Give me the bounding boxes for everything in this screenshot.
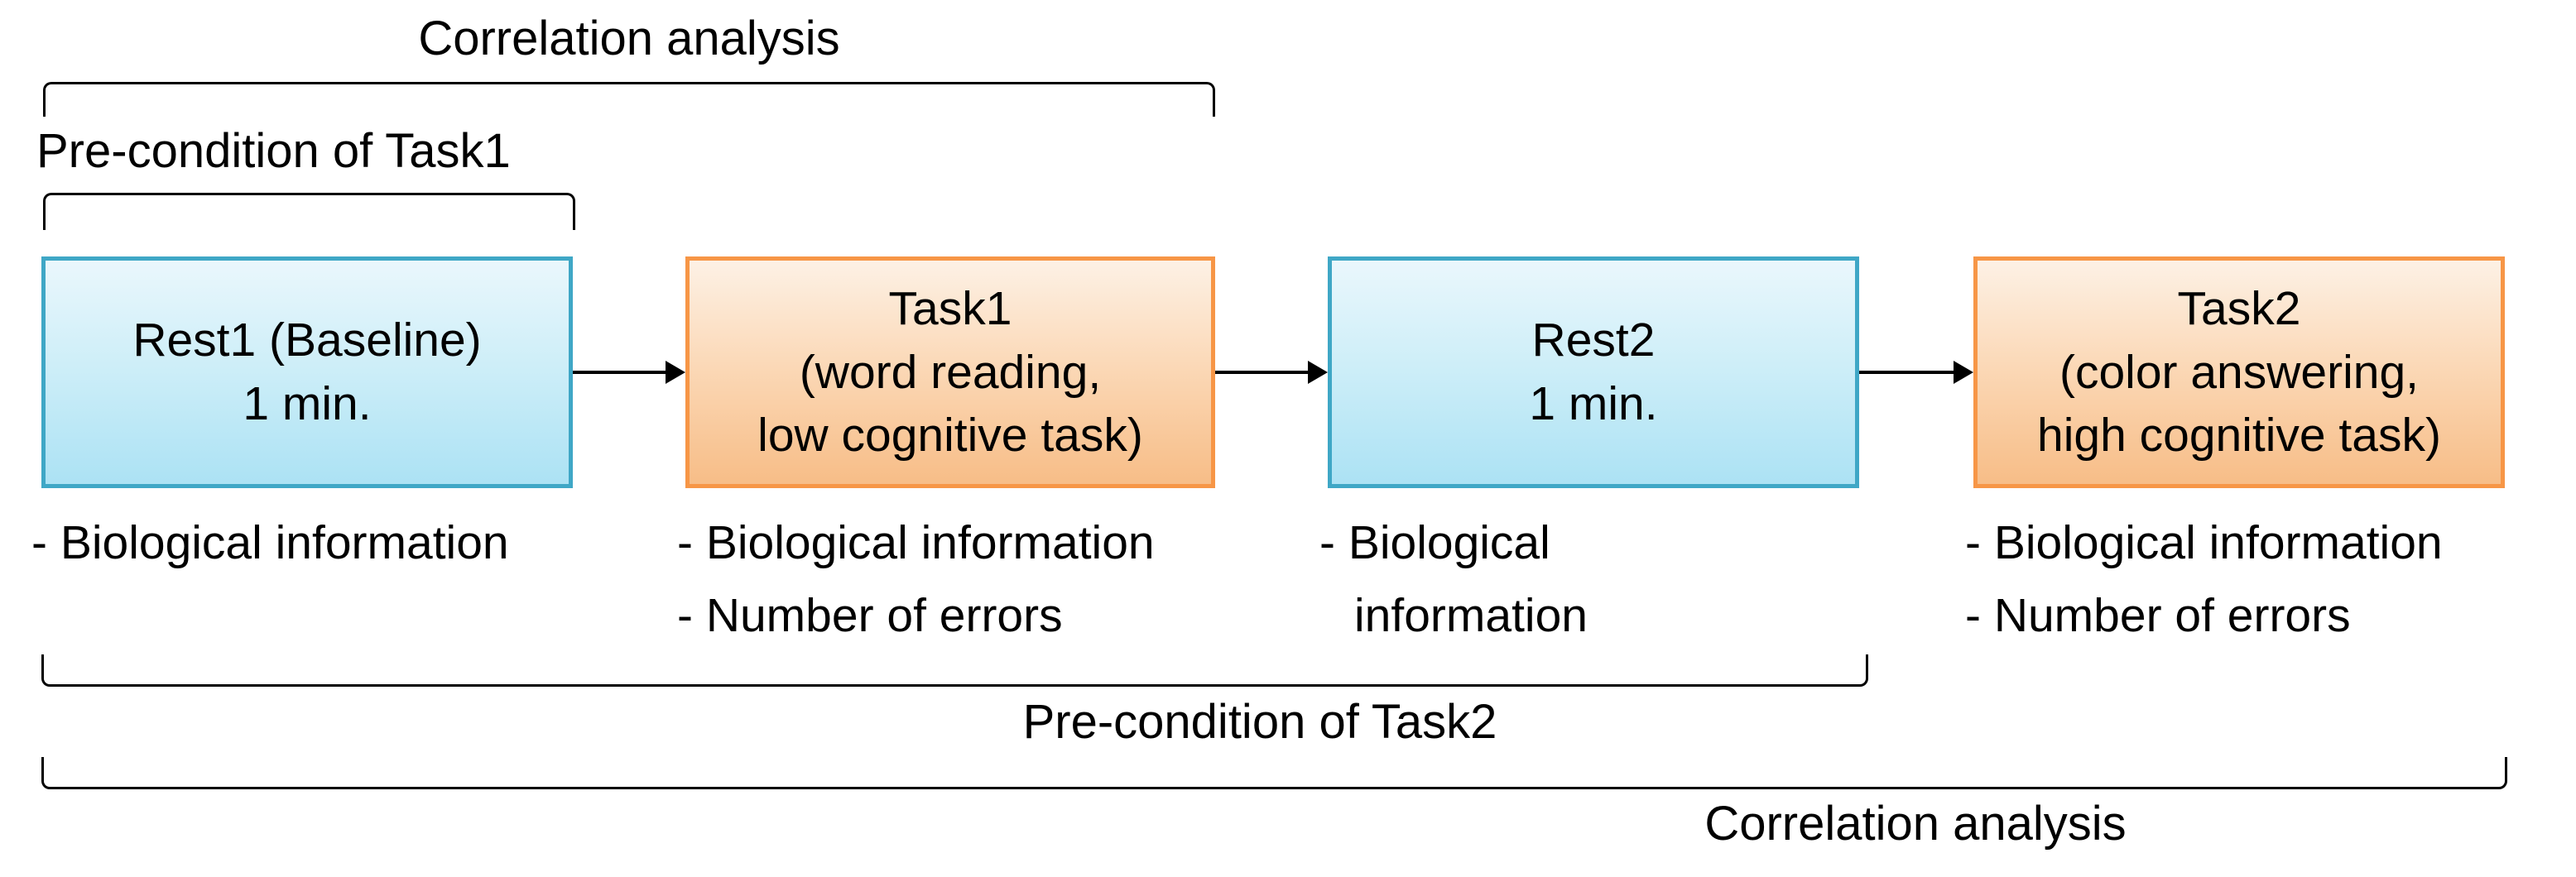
arrow-right-icon: [1954, 361, 1973, 384]
note-line: - Number of errors: [1965, 589, 2351, 642]
note-line: - Biological information: [1965, 516, 2443, 569]
box-task2-line3: high cognitive task): [2037, 409, 2441, 462]
label-correlation-analysis-bottom: Correlation analysis: [1704, 797, 2127, 851]
flow-arrow-rest2-task2: [1859, 361, 1973, 384]
box-rest2-line2: 1 min.: [1529, 377, 1658, 430]
box-task1: Task1 (word reading, low cognitive task): [685, 256, 1215, 488]
box-rest1-line1: Rest1 (Baseline): [132, 314, 482, 367]
notes-rest2: - Biological information: [1319, 506, 1588, 652]
notes-task2: - Biological information - Number of err…: [1965, 506, 2443, 652]
box-task2-line2: (color answering,: [2059, 345, 2419, 399]
arrow-right-icon: [1308, 361, 1328, 384]
flow-arrow-task1-rest2: [1215, 361, 1328, 384]
brace-correlation-top: [43, 82, 1215, 117]
brace-correlation-bottom: [41, 757, 2507, 789]
note-line: - Biological: [1319, 516, 1550, 569]
flow-arrow-rest1-task1: [573, 361, 685, 384]
label-pre-condition-task1: Pre-condition of Task1: [36, 124, 511, 178]
note-line: - Number of errors: [677, 589, 1063, 642]
box-task1-line3: low cognitive task): [757, 409, 1143, 462]
box-task1-line1: Task1: [888, 281, 1012, 335]
box-rest1: Rest1 (Baseline) 1 min.: [41, 256, 573, 488]
arrow-shaft: [1215, 371, 1314, 374]
brace-pre-condition-task2: [41, 654, 1868, 687]
arrow-shaft: [1859, 371, 1960, 374]
box-task2: Task2 (color answering, high cognitive t…: [1973, 256, 2505, 488]
label-correlation-analysis-top: Correlation analysis: [418, 12, 840, 65]
brace-pre-condition-task1: [43, 193, 575, 230]
arrow-right-icon: [666, 361, 685, 384]
notes-rest1: - Biological information: [31, 506, 509, 579]
note-line: - Biological information: [31, 516, 509, 569]
note-line: - Biological information: [677, 516, 1155, 569]
box-task1-line2: (word reading,: [799, 345, 1102, 399]
note-line: information: [1354, 589, 1588, 642]
arrow-shaft: [573, 371, 672, 374]
box-rest1-line2: 1 min.: [243, 377, 372, 430]
notes-task1: - Biological information - Number of err…: [677, 506, 1155, 652]
box-rest2-line1: Rest2: [1531, 314, 1656, 367]
box-task2-line1: Task2: [2177, 281, 2301, 335]
box-rest2: Rest2 1 min.: [1328, 256, 1859, 488]
label-pre-condition-task2: Pre-condition of Task2: [1022, 695, 1497, 749]
